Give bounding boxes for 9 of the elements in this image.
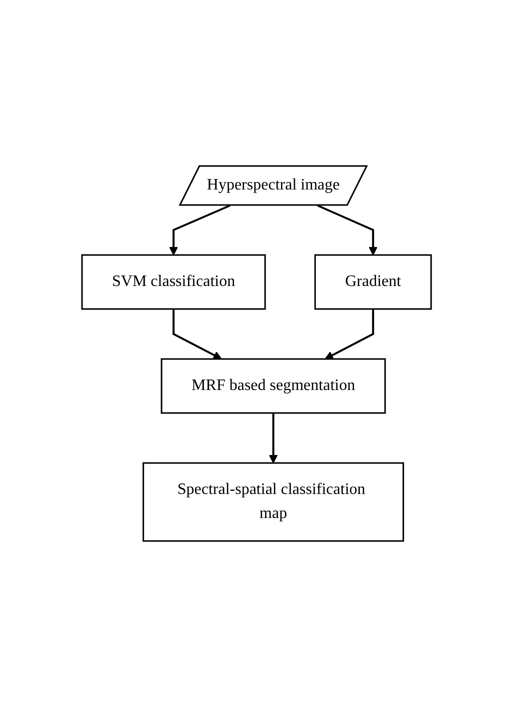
arrow <box>318 204 378 256</box>
arrow <box>269 413 278 464</box>
arrow <box>173 309 222 360</box>
arrow <box>170 204 231 256</box>
node-box: Spectral-spatial classification map <box>143 462 405 542</box>
arrow <box>325 309 375 360</box>
node-box: MRF based segmentation <box>161 358 386 414</box>
node-box: SVM classification <box>82 254 266 310</box>
node-box: Gradient <box>314 254 432 310</box>
